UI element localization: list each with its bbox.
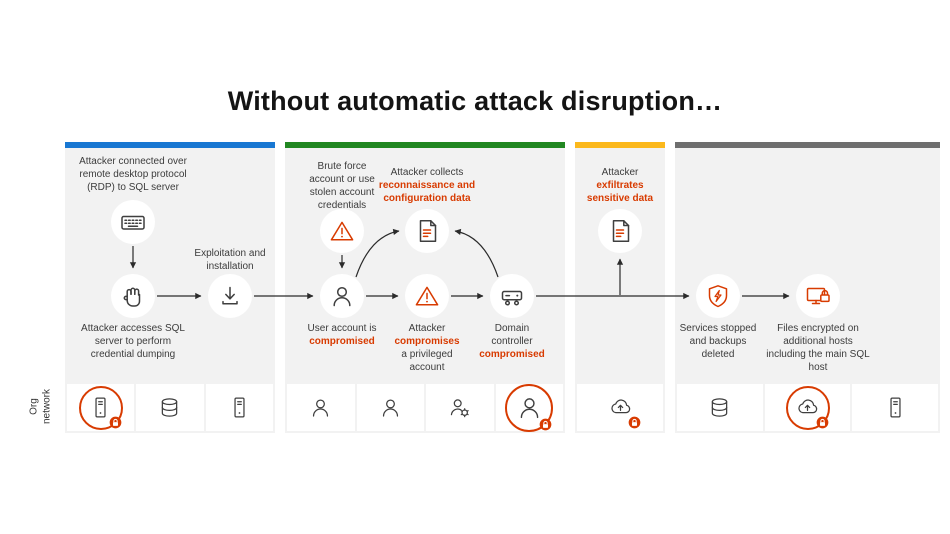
asset-sql-server	[67, 384, 135, 431]
brute-force-node	[320, 209, 364, 253]
caption-highlight: compromises	[394, 336, 460, 347]
org-label-line2: network	[41, 389, 52, 425]
privileged-compromise-node	[405, 274, 449, 318]
compromised-ring	[785, 385, 830, 430]
asset-privileged-user	[495, 383, 563, 432]
compromised-badge-icon	[628, 416, 641, 428]
warning-icon	[413, 282, 441, 310]
user-icon	[378, 395, 403, 420]
asset-user	[287, 384, 355, 431]
org-network-label: Org network	[29, 378, 54, 436]
caption-text: Attacker	[408, 323, 446, 334]
asset-icon-wrap	[600, 388, 641, 428]
domain-controller-icon	[498, 282, 526, 310]
compromised-badge-icon	[539, 418, 552, 430]
server-icon	[227, 395, 252, 420]
files-encrypted-node	[796, 274, 840, 318]
shield-bolt-icon	[704, 282, 732, 310]
database-icon	[707, 395, 732, 420]
compromised-badge-icon	[816, 416, 828, 428]
asset-icon-wrap	[370, 388, 410, 428]
stage1-color-bar	[65, 142, 275, 148]
caption-text: Attacker	[601, 167, 639, 178]
compromised-ring	[505, 383, 554, 432]
exploitation-node	[208, 274, 252, 318]
dc-compromised-caption: Domain controller compromised	[477, 322, 547, 361]
user-account-node	[320, 274, 364, 318]
asset-user	[356, 384, 424, 431]
files-encrypted-caption: Files encrypted on additional hosts incl…	[766, 323, 870, 373]
asset-cloud-storage	[577, 384, 663, 431]
caption-highlight: compromised	[479, 349, 545, 360]
asset-server	[852, 384, 939, 431]
database-icon	[157, 395, 182, 420]
rdp-node	[111, 200, 155, 244]
asset-server	[205, 384, 273, 431]
asset-icon-wrap	[440, 388, 480, 428]
asset-database	[677, 384, 763, 431]
user-gear-icon	[447, 395, 472, 420]
stage1-outcome-caption: Attacker accesses SQL server to perform …	[81, 323, 185, 360]
caption-text: a privileged account	[401, 349, 453, 373]
keyboard-hand-icon	[119, 208, 147, 236]
services-stopped-caption: Services stopped and backups deleted	[679, 323, 757, 360]
stage3-network-assets	[577, 384, 663, 431]
brute-force-caption: Brute force account or use stolen accoun…	[309, 161, 375, 211]
user-icon	[328, 282, 356, 310]
exfiltrate-caption: Attacker exfiltrates sensitive data	[577, 166, 663, 205]
caption-text: Attacker collects	[390, 167, 464, 178]
server-icon	[883, 395, 908, 420]
user-icon	[308, 395, 333, 420]
services-stopped-node	[696, 274, 740, 318]
recon-data-node	[405, 209, 449, 253]
compromised-ring	[78, 385, 123, 430]
asset-icon-wrap	[219, 388, 259, 428]
exfiltrate-data-node	[598, 209, 642, 253]
diagram-title: Without automatic attack disruption…	[227, 86, 723, 116]
asset-icon-wrap	[700, 388, 740, 428]
install-icon	[216, 282, 244, 310]
stage3-color-bar	[575, 142, 665, 148]
caption-text: User account is	[307, 323, 377, 334]
stage4-network-assets	[677, 384, 939, 431]
fist-icon	[119, 282, 147, 310]
document-icon	[413, 217, 441, 245]
caption-highlight: compromised	[309, 336, 375, 347]
stage4-color-bar	[675, 142, 940, 148]
exploitation-caption: Exploitation and installation	[194, 248, 266, 272]
caption-highlight: exfiltrates sensitive data	[586, 180, 654, 204]
domain-controller-node	[490, 274, 534, 318]
caption-text: Domain controller	[491, 323, 533, 347]
asset-database	[136, 384, 204, 431]
org-label-line1: Org	[28, 398, 40, 415]
collects-caption: Attacker collects reconnaissance and con…	[377, 166, 477, 205]
user-compromised-caption: User account is compromised	[303, 322, 381, 348]
caption-highlight: reconnaissance and configuration data	[378, 180, 476, 204]
compromised-badge-icon	[109, 416, 122, 428]
credential-dump-node	[111, 274, 155, 318]
document-icon	[606, 217, 634, 245]
stage2-color-bar	[285, 142, 565, 148]
asset-icon-wrap	[875, 388, 915, 428]
asset-icon-wrap	[301, 388, 341, 428]
stage1-network-assets	[67, 384, 273, 431]
monitor-lock-icon	[804, 282, 832, 310]
asset-service-account	[426, 384, 494, 431]
stage1-intro-caption: Attacker connected over remote desktop p…	[79, 156, 187, 193]
privileged-compromised-caption: Attacker compromises a privileged accoun…	[392, 322, 462, 374]
asset-cloud	[764, 384, 851, 431]
warning-icon	[328, 217, 356, 245]
stage2-network-assets	[287, 383, 563, 432]
asset-icon-wrap	[150, 388, 190, 428]
